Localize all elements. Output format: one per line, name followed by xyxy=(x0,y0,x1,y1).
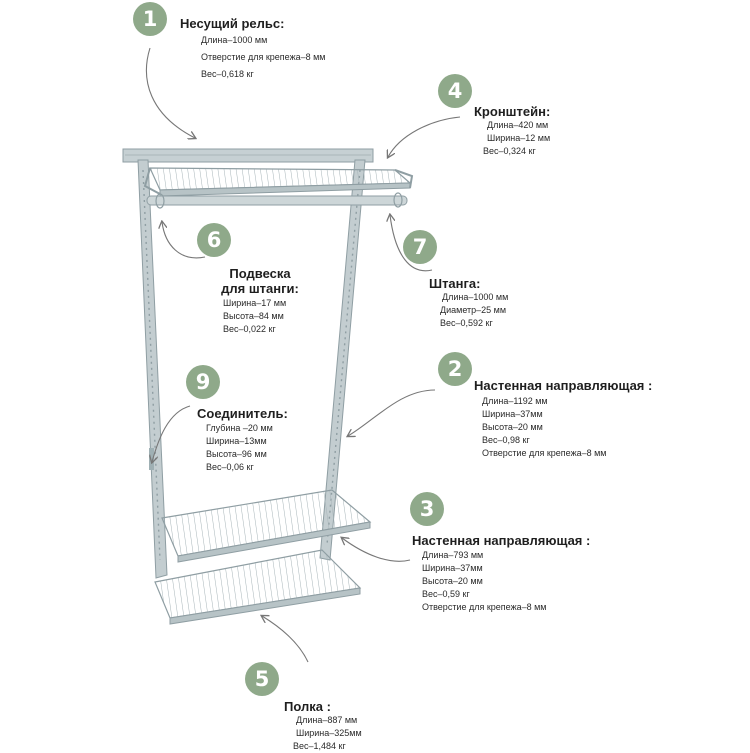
component-1-top-rail: Несущий рельс: Длина–1000 мм Отверстие д… xyxy=(180,16,325,81)
spec-line: Длина–887 мм xyxy=(296,715,358,725)
spec-line: Длина–793 мм xyxy=(422,550,484,560)
component-3-short-upright: Настенная направляющая : Длина–793 мм Ши… xyxy=(412,533,590,614)
spec-line: Глубина –20 мм xyxy=(206,423,273,433)
callout-arrows xyxy=(146,47,461,663)
component-6-rod-hanger: Подвеска для штанги: Ширина–17 мм Высота… xyxy=(205,266,315,336)
badge-6: 6 xyxy=(197,223,231,257)
spec-line: Вес–1,484 кг xyxy=(293,741,346,751)
component-7-hanging-rod: Штанга: Длина–1000 мм Диаметр–25 мм Вес–… xyxy=(429,276,508,330)
spec-line: Вес–0,98 кг xyxy=(482,435,530,445)
component-title: Настенная направляющая : xyxy=(474,378,653,393)
component-title: Полка : xyxy=(284,699,331,714)
badge-3: 3 xyxy=(410,492,444,526)
bottom-shelf xyxy=(154,549,362,625)
top-rail xyxy=(122,148,374,163)
spec-line: Отверстие для крепежа–8 мм xyxy=(201,52,326,62)
spec-line: Ширина–37мм xyxy=(422,563,483,573)
component-5-shelf: Полка : Длина–887 мм Ширина–325мм Вес–1,… xyxy=(284,699,362,753)
component-title: Настенная направляющая : xyxy=(412,533,591,548)
hanging-rod xyxy=(146,192,408,209)
spec-line: Ширина–37мм xyxy=(482,409,543,419)
spec-line: Ширина–13мм xyxy=(206,436,267,446)
spec-line: Отверстие для крепежа–8 мм xyxy=(482,448,607,458)
component-9-connector: Соединитель: Глубина –20 мм Ширина–13мм … xyxy=(197,406,288,474)
spec-line: Вес–0,618 кг xyxy=(201,69,254,79)
spec-line: Длина–1192 мм xyxy=(482,396,548,406)
spec-line: Вес–0,592 кг xyxy=(440,318,493,328)
component-title-line: для штанги: xyxy=(221,281,299,296)
component-title: Несущий рельс: xyxy=(180,16,285,31)
badge-9: 9 xyxy=(186,365,220,399)
middle-shelf xyxy=(161,489,372,563)
badge-1: 1 xyxy=(133,2,167,36)
spec-line: Длина–420 мм xyxy=(487,120,549,130)
component-4-bracket: Кронштейн: Длина–420 мм Ширина–12 мм Вес… xyxy=(474,104,550,158)
spec-line: Длина–1000 мм xyxy=(442,292,509,302)
spec-line: Вес–0,59 кг xyxy=(422,589,470,599)
spec-line: Высота–20 мм xyxy=(482,422,543,432)
badge-4: 4 xyxy=(438,74,472,108)
badge-7: 7 xyxy=(403,230,437,264)
component-title: Штанга: xyxy=(429,276,481,291)
spec-line: Вес–0,022 кг xyxy=(223,324,276,334)
component-title-line: Подвеска xyxy=(229,266,291,281)
component-title: Соединитель: xyxy=(197,406,288,421)
spec-line: Ширина–12 мм xyxy=(487,133,551,143)
spec-line: Высота–96 мм xyxy=(206,449,267,459)
wall-uprights xyxy=(137,159,366,579)
spec-line: Высота–20 мм xyxy=(422,576,483,586)
spec-line: Длина–1000 мм xyxy=(201,35,268,45)
spec-line: Высота–84 мм xyxy=(223,311,284,321)
badge-5: 5 xyxy=(245,662,279,696)
spec-line: Диаметр–25 мм xyxy=(440,305,507,315)
component-2-wall-upright: Настенная направляющая : Длина–1192 мм Ш… xyxy=(474,378,652,460)
top-shelf xyxy=(143,167,414,197)
spec-line: Отверстие для крепежа–8 мм xyxy=(422,602,547,612)
spec-line: Вес–0,324 кг xyxy=(483,146,536,156)
badge-2: 2 xyxy=(438,352,472,386)
spec-line: Ширина–325мм xyxy=(296,728,362,738)
spec-line: Ширина–17 мм xyxy=(223,298,287,308)
spec-line: Вес–0,06 кг xyxy=(206,462,254,472)
component-title: Кронштейн: xyxy=(474,104,551,119)
